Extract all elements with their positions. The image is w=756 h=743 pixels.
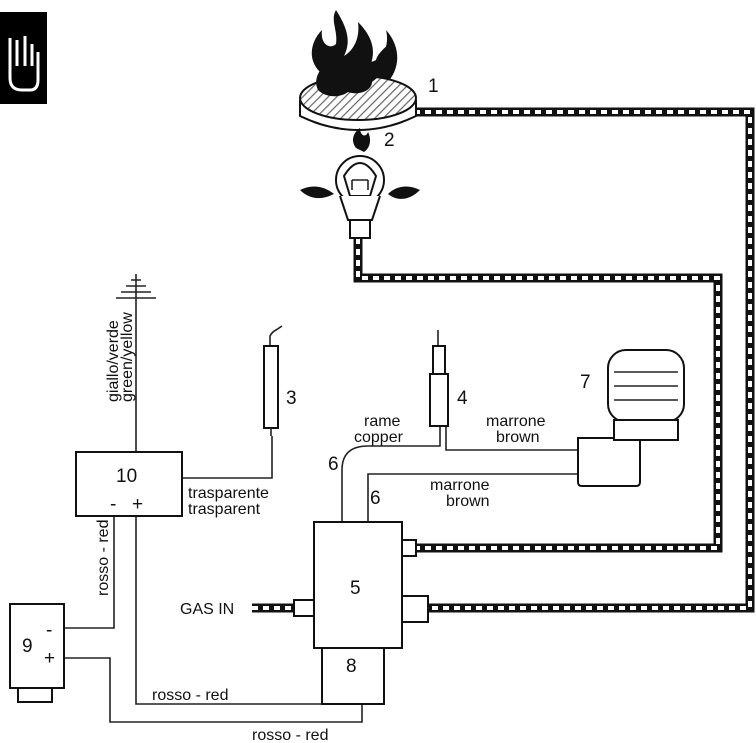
brown-wire-2-label-en: brown — [446, 493, 490, 510]
component-4-label: 4 — [457, 388, 468, 409]
red-wire-mid-label: rosso - red — [152, 687, 228, 704]
component-10-label: 10 — [116, 466, 137, 487]
component-8-label: 8 — [346, 656, 357, 677]
component-9-battery — [9, 603, 65, 703]
transparent-wire-label-en: trasparent — [188, 501, 261, 518]
copper-wire-label-it: rame — [364, 413, 401, 430]
copper-wire-label-en: copper — [354, 429, 404, 446]
gas-in-label: GAS IN — [180, 601, 234, 618]
brown-wire-1-label-it: marrone — [486, 413, 546, 430]
component-10-module — [75, 451, 183, 517]
red-wire-vertical-label: rosso - red — [95, 520, 112, 596]
wire-6-right-label: 6 — [370, 488, 381, 509]
component-7-label: 7 — [580, 372, 591, 393]
ground-wire-label-it: giallo/verde — [105, 320, 122, 402]
hose-main — [414, 107, 755, 613]
component-5-label: 5 — [350, 578, 361, 599]
component-9-label: 9 — [22, 636, 33, 657]
brown-wire-1-label-en: brown — [496, 429, 540, 446]
valve-fittings — [293, 539, 429, 623]
brown-wire-2-label-it: marrone — [430, 477, 490, 494]
wire-6-left-label: 6 — [328, 454, 339, 475]
component-10-plus-pin: + — [132, 494, 143, 515]
component-3-label: 3 — [286, 388, 297, 409]
wires — [64, 298, 578, 723]
component-9-plus-pin: + — [44, 648, 55, 669]
component-2-label: 2 — [384, 130, 395, 151]
flame-burner-icon — [299, 10, 417, 131]
component-10-minus-pin: - — [110, 494, 116, 515]
red-wire-bottom-label: rosso - red — [252, 727, 328, 743]
component-8-module — [321, 647, 385, 705]
ground-symbol-icon — [116, 274, 156, 299]
ground-wire-label-en: green/yellow — [119, 312, 136, 402]
component-9-minus-pin: - — [46, 620, 52, 641]
hand-icon — [0, 12, 47, 104]
component-7-connector — [577, 349, 685, 487]
component-1-label: 1 — [428, 76, 439, 97]
component-5-gas-valve — [313, 521, 403, 649]
component-4-thermocouple — [429, 330, 449, 427]
transparent-wire-label-it: trasparente — [188, 485, 269, 502]
hose-pilot — [353, 238, 723, 553]
pilot-flame-icon — [300, 128, 420, 239]
component-3-probe — [263, 325, 283, 436]
